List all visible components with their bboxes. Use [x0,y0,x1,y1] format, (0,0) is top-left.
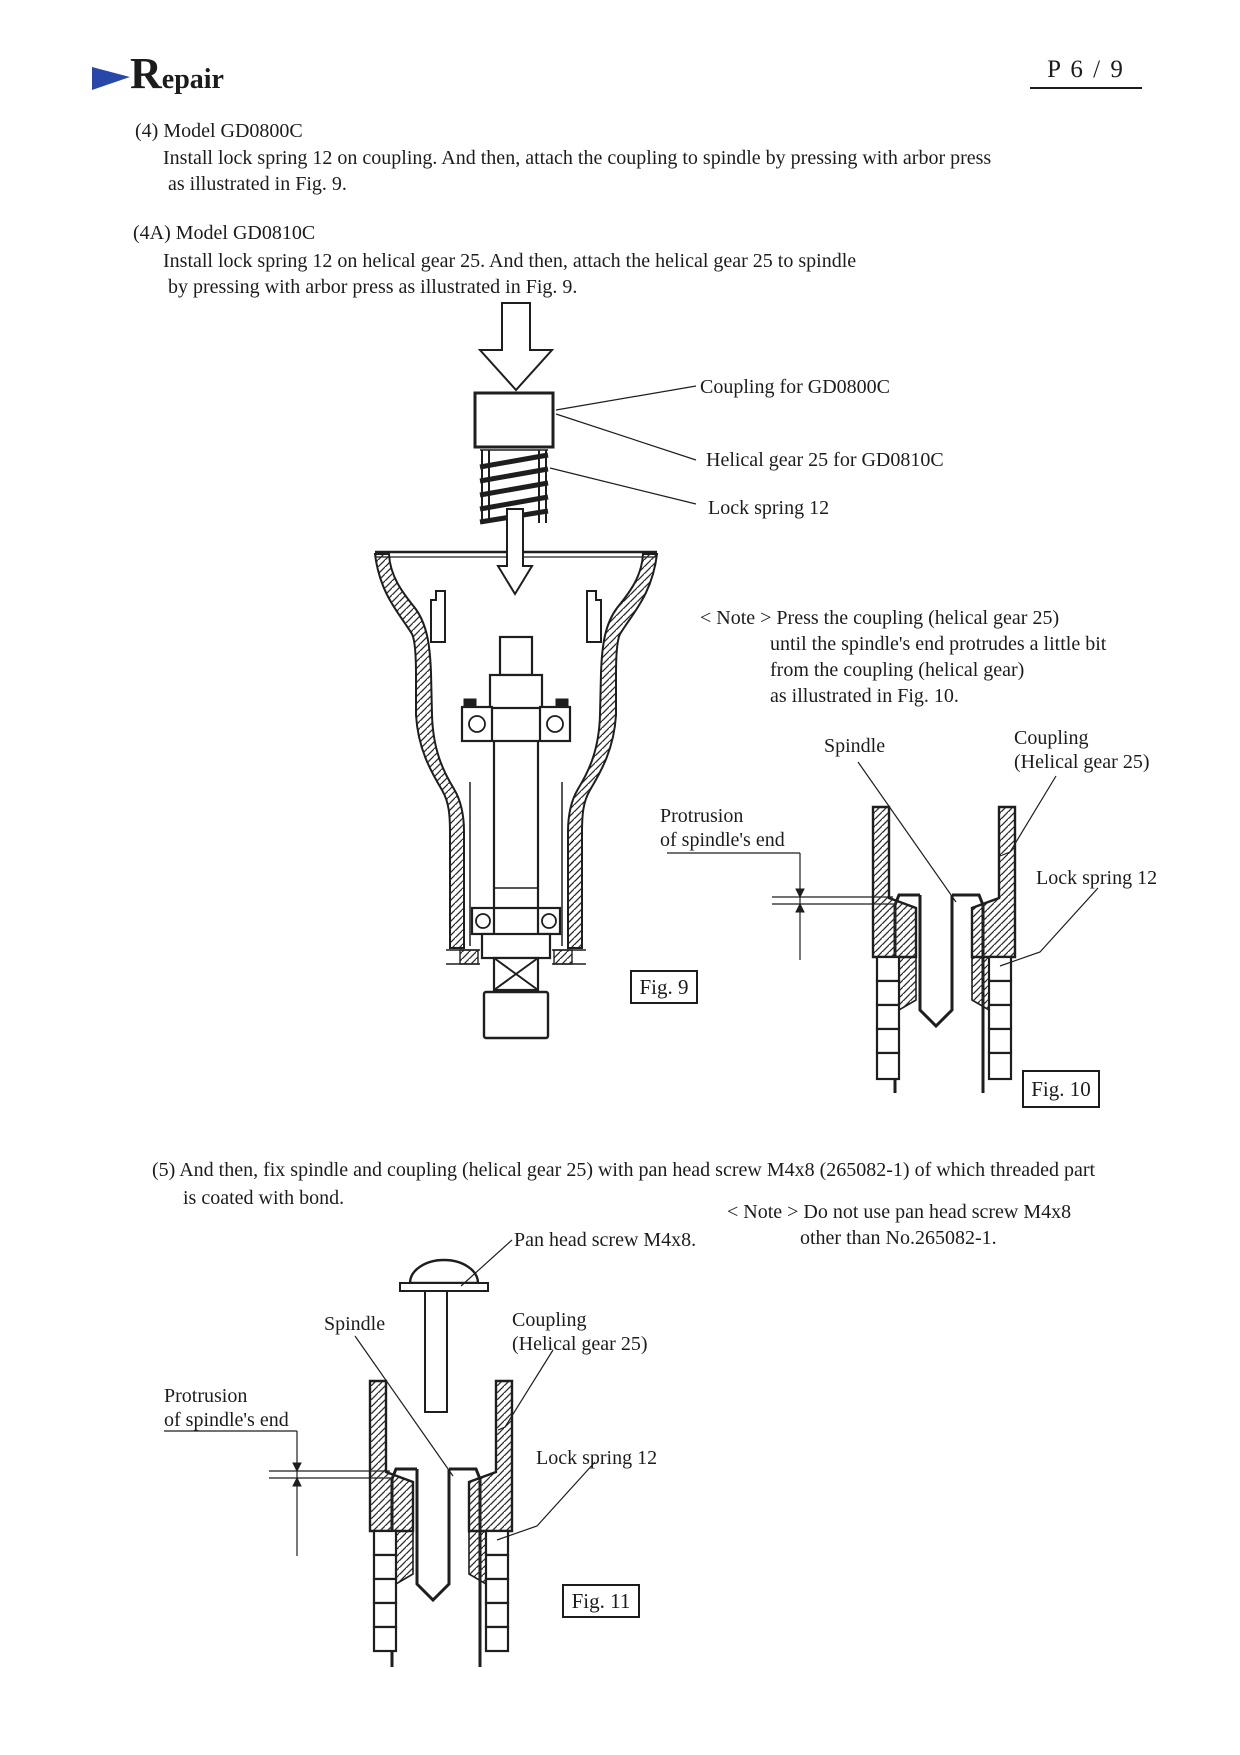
note-press-line4: as illustrated in Fig. 10. [770,685,959,707]
fig10-label-lock-spring: Lock spring 12 [1036,867,1158,889]
note-screw-line2: other than No.265082-1. [800,1227,997,1249]
repair-arrow-icon [92,67,130,90]
fig10-label-spindle: Spindle [824,735,886,757]
fig9-label-helical-gear: Helical gear 25 for GD0810C [706,449,944,471]
section-5-line2: is coated with bond. [183,1187,345,1209]
fig10-label-protrusion-line2: of spindle's end [660,829,785,851]
note-press-line1: < Note > Press the coupling (helical gea… [700,607,1060,629]
fig11-label-protrusion-line1: Protrusion [164,1385,248,1407]
fig11-drawing [164,1239,596,1667]
fig10-label-protrusion-line1: Protrusion [660,805,744,827]
fig9-drawing [373,302,697,1040]
fig9-label-coupling: Coupling for GD0800C [700,376,890,398]
section-4-heading: (4) Model GD0800C [135,120,303,142]
section-5-line1: (5) And then, fix spindle and coupling (… [152,1159,1096,1181]
note-press-line2: until the spindle's end protrudes a litt… [770,633,1107,655]
section-4a-line2: by pressing with arbor press as illustra… [168,276,578,298]
section-4-line2: as illustrated in Fig. 9. [168,173,347,195]
fig11-label-coupling-line1: Coupling [512,1309,587,1331]
fig10-label-coupling-line1: Coupling [1014,727,1089,749]
fig10-label-coupling-line2: (Helical gear 25) [1014,751,1150,773]
fig11-label-protrusion-line2: of spindle's end [164,1409,289,1431]
fig11-label-coupling-line2: (Helical gear 25) [512,1333,648,1355]
page-title: Repair [130,49,224,98]
fig11-label-pan-head-screw: Pan head screw M4x8. [514,1229,697,1251]
fig9-label-lock-spring: Lock spring 12 [708,497,830,519]
note-screw-line1: < Note > Do not use pan head screw M4x8 [727,1201,1072,1223]
fig11-label-lock-spring: Lock spring 12 [536,1447,658,1469]
fig9-caption: Fig. 9 [630,970,698,1004]
note-press-line3: from the coupling (helical gear) [770,659,1025,681]
fig11-caption: Fig. 11 [562,1584,640,1618]
fig11-label-spindle: Spindle [324,1313,386,1335]
fig10-caption: Fig. 10 [1022,1070,1100,1108]
fig10-drawing [667,761,1099,1093]
section-4a-heading: (4A) Model GD0810C [133,222,316,244]
section-4-line1: Install lock spring 12 on coupling. And … [163,147,992,169]
section-4a-line1: Install lock spring 12 on helical gear 2… [163,250,857,272]
page-number: P 6 / 9 [1030,56,1142,89]
